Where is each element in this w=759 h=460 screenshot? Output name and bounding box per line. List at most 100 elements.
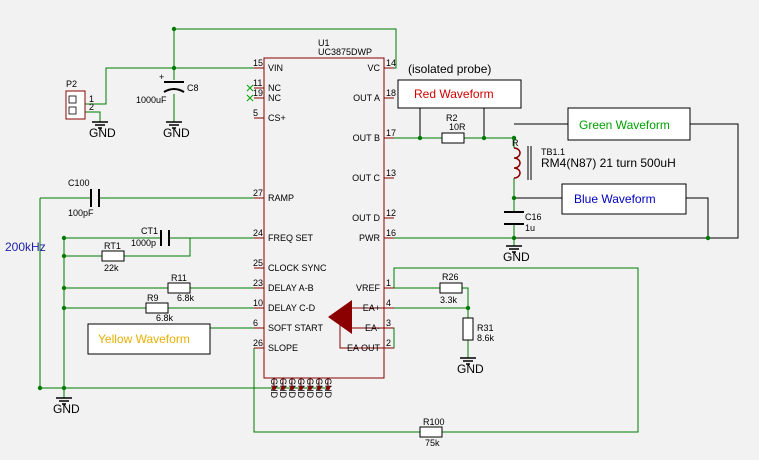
red-waveform-label: Red Waveform [414, 87, 494, 101]
junction-dot [61, 285, 67, 291]
ic-pin-name: VREF [356, 283, 381, 293]
r31-value: 8.6k [477, 333, 495, 343]
tb-ref: TB1.1 [541, 147, 565, 157]
r31-ref: R31 [477, 323, 494, 333]
frequency-label: 200kHz [5, 240, 46, 254]
rt1-value: 22k [104, 263, 119, 273]
resistor-r26: R26 3.3k [439, 272, 463, 305]
ic-pin-number: 10 [253, 298, 263, 308]
junction-dot [705, 235, 711, 241]
gnd-label: GND [53, 402, 80, 416]
capacitor-c8: + C8 1000uF [136, 72, 199, 105]
junction-dot [61, 305, 67, 311]
ic-pin-number: 27 [253, 188, 263, 198]
junction-dot [171, 26, 177, 32]
ic-pin-name: OUT A [353, 93, 380, 103]
ic-ref: U1 [318, 38, 330, 48]
p2-pin2: 2 [89, 102, 94, 112]
ic-pin-name: VC [367, 63, 380, 73]
c100-value: 100pF [68, 208, 94, 218]
gnd-pin-dot [326, 386, 330, 390]
ic-pin-name: FREQ SET [268, 233, 314, 243]
p2-pin1: 1 [89, 94, 94, 104]
ic-pin-number: 13 [386, 168, 396, 178]
connector-p2: P2 1 2 [65, 79, 94, 120]
ic-pin-name: OUT C [352, 173, 380, 183]
r100-ref: R100 [423, 417, 445, 427]
resistor-r11: R11 6.8k [167, 273, 195, 303]
ic-pin-number: 6 [253, 318, 258, 328]
ic-pin-name: VIN [268, 63, 283, 73]
junction-dot [417, 135, 423, 141]
r26-value: 3.3k [440, 295, 458, 305]
ic-pin-number: 15 [253, 58, 263, 68]
r9-value: 6.8k [156, 313, 174, 323]
ic-part: UC3875DWP [318, 47, 372, 57]
ic-pin-number: 17 [386, 128, 396, 138]
ic-pin-name: PWR [359, 233, 380, 243]
ic-pin-name: NC [268, 93, 281, 103]
ic-pin-name: SOFT START [268, 323, 324, 333]
r2-ref: R2 [446, 113, 458, 123]
ic-pin-number: 1 [386, 278, 391, 288]
rt1-ref: RT1 [104, 241, 121, 251]
r100-value: 75k [425, 438, 440, 448]
ic-pin-number: 19 [253, 88, 263, 98]
p2-body [65, 90, 86, 120]
ic-pin-name: CS+ [268, 113, 286, 123]
c16-value: 1u [525, 223, 535, 233]
ic-pin-name: CLOCK SYNC [268, 263, 327, 273]
tb-dot-label: R [512, 138, 519, 148]
waveform-yellow: Yellow Waveform [87, 323, 211, 355]
c8-value: 1000uF [136, 95, 167, 105]
ic-pin-name: OUT D [352, 213, 380, 223]
gnd-pin-dot [299, 386, 303, 390]
r11-value: 6.8k [177, 293, 195, 303]
gnd-label: GND [89, 126, 116, 140]
gnd-pin-dot [308, 386, 312, 390]
c16-ref: C16 [525, 212, 542, 222]
junction-dot [511, 235, 517, 241]
ic-pin-number: 18 [386, 88, 396, 98]
c100-ref: C100 [68, 178, 90, 188]
c8-plus: + [159, 72, 164, 82]
ic-pin-number: 12 [386, 208, 396, 218]
r26-ref: R26 [442, 272, 459, 282]
gnd-pin-dot [272, 386, 276, 390]
ct1-value: 1000p [131, 238, 156, 248]
junction-dot [465, 305, 471, 311]
ic-pin-name: EA OUT [347, 343, 381, 353]
r9-ref: R9 [147, 293, 159, 303]
inductor-tb1: R TB1.1 RM4(N87) 21 turn 500uH [512, 138, 676, 180]
gnd-pin-dot [281, 386, 285, 390]
r11-ref: R11 [171, 273, 187, 283]
ic-pin-number: 24 [253, 228, 263, 238]
junction-dot [511, 195, 517, 201]
resistor-r100: R100 75k [419, 417, 445, 448]
c8-ref: C8 [187, 83, 199, 93]
ic-pin-number: 4 [386, 298, 391, 308]
error-amp-symbol [328, 300, 352, 334]
junction-dot [511, 135, 517, 141]
ic-pin-number: 16 [386, 228, 396, 238]
resistor-rt1: RT1 22k [101, 241, 125, 273]
ic-pin-name: RAMP [268, 193, 294, 203]
ic-pin-number: 3 [386, 318, 391, 328]
r2-value: 10R [449, 122, 466, 132]
ct1-ref: CT1 [141, 226, 158, 236]
junction-dot [61, 385, 67, 391]
waveform-blue: Blue Waveform [514, 183, 709, 238]
ic-pin-name: EA- [365, 323, 380, 333]
capacitor-c100: C100 100pF [68, 178, 100, 218]
ic-pin-number: 2 [386, 338, 391, 348]
capacitor-ct1: CT1 1000p [131, 226, 170, 248]
ic-pin-number: 14 [386, 58, 396, 68]
blue-waveform-label: Blue Waveform [574, 192, 656, 206]
green-waveform-label: Green Waveform [579, 118, 670, 132]
ic-pin-number: 25 [253, 258, 263, 268]
ic-pin-name: EA+ [363, 303, 380, 313]
